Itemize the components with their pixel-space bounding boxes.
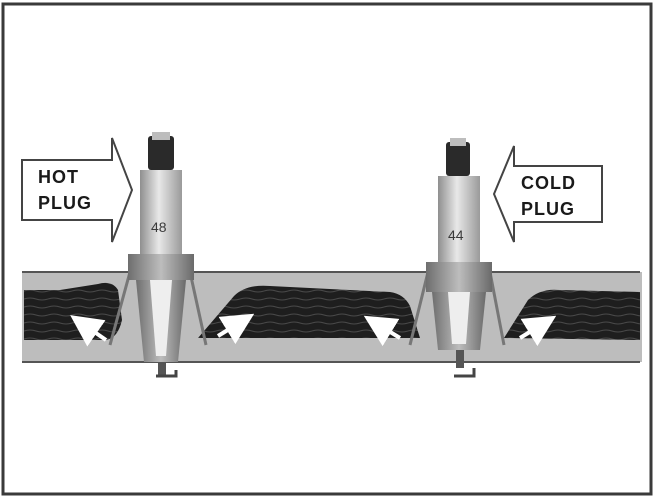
hot-plug-number: 48: [151, 219, 167, 235]
hot-label-line1: HOT: [38, 167, 79, 187]
cold-plug-callout: COLD PLUG: [494, 146, 602, 242]
hot-label-line2: PLUG: [38, 193, 92, 213]
cold-plug-number: 44: [448, 227, 464, 243]
cold-label-line1: COLD: [521, 173, 576, 193]
hot-plug-callout: HOT PLUG: [22, 138, 132, 242]
cold-label-line2: PLUG: [521, 199, 575, 219]
water-jacket-left: [24, 283, 122, 340]
cylinder-head-section: [22, 272, 642, 362]
figure-border: [3, 4, 651, 494]
